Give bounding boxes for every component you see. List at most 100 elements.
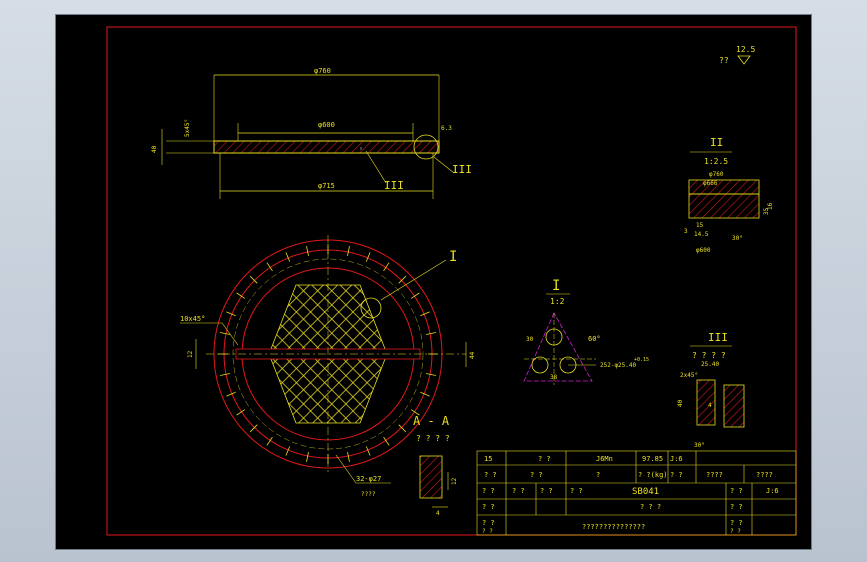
bolt-hole-mark (383, 262, 390, 272)
bolt-hole-mark (236, 292, 246, 299)
dim-inner: φ600 (318, 121, 335, 129)
cad-drawing: 12.5 ?? φ760 φ600 40 5x45° (106, 26, 797, 536)
tb-r4c3: ? ? (730, 503, 743, 511)
dim-chamfer: 5x45° (184, 119, 191, 137)
detail-II-dim-a: φ760 (709, 171, 724, 178)
bolt-hole-mark (426, 332, 436, 335)
detail-III-note: ? ? ? ? (692, 351, 726, 360)
detail-III-tag2: III (384, 179, 404, 192)
plan-dim-left: 12 (187, 350, 194, 358)
bolt-hole-mark (266, 262, 273, 272)
detail-III: III ? ? ? ? 2x45° 25.40 40 4 30° (677, 331, 745, 449)
bolt-hole-mark (226, 311, 236, 317)
bolt-hole-mark (266, 436, 273, 446)
tb-r4c1: ? ? (482, 503, 495, 511)
detail-III-tag: III (452, 163, 472, 176)
title-block-text: 15 ? ? J6Mn 97.85 J:6 ? ? ? ? ? ? ?(kg) … (482, 455, 779, 535)
tb-r2c7: ???? (756, 471, 773, 479)
title-block (476, 450, 797, 536)
drawing-sheet: 12.5 ?? φ760 φ600 40 5x45° (55, 14, 812, 550)
detail-II-dim-i: 3 (684, 228, 688, 235)
bolt-hole-mark (306, 452, 309, 462)
bolt-hole-mark (398, 275, 407, 284)
bolt-hole-mark (410, 292, 420, 299)
detail-I-scale: 1:2 (550, 297, 565, 306)
roughness-symbol: 12.5 ?? (719, 45, 755, 65)
dim-height: 40 (151, 145, 158, 153)
detail-I-tag: I (449, 249, 457, 265)
tb-material: J6Mn (596, 455, 613, 463)
bolt-hole-mark (220, 332, 230, 335)
bolt-hole-mark (410, 409, 420, 416)
bolt-hole-mark (347, 246, 350, 256)
detail-III-angle: 30° (694, 442, 705, 449)
detail-I-angle: 60° (588, 335, 601, 343)
detail-I-holes: 252-φ25.40 (600, 362, 637, 369)
tb-r2c1: ? ? (484, 471, 497, 479)
bolt-hole-mark (365, 446, 371, 456)
roughness-value: 12.5 (736, 45, 755, 54)
detail-III-chamfer: 2x45° (680, 372, 698, 379)
bolt-hole-mark (420, 391, 430, 397)
section-AA-label: A - A (413, 414, 450, 428)
tb-r6c3: ? ? (730, 528, 741, 535)
detail-II-dim-g: 16 (767, 202, 774, 210)
detail-II-dim-h: 30° (732, 235, 743, 242)
bolt-hole-mark (365, 252, 371, 262)
plan-dim-right: 44 (469, 351, 476, 359)
tb-scale: J:6 (670, 455, 683, 463)
detail-II-dim-e: φ600 (696, 247, 711, 254)
elevation-view: φ760 φ600 40 5x45° φ715 6.3 III (151, 67, 472, 199)
section-AA-note: ? ? ? ? (416, 434, 450, 443)
bolt-hole-mark (220, 373, 230, 376)
bolt-hole-mark (236, 409, 246, 416)
tb-r3c4: ? ? (570, 487, 583, 495)
tb-r2c6: ???? (706, 471, 723, 479)
bolt-hole-mark (226, 391, 236, 397)
tb-r2c5: ? ? (670, 471, 683, 479)
section-AA-dim-h: 4 (436, 510, 440, 517)
section-AA-dim-w: 12 (451, 477, 458, 485)
detail-II-dim-b: φ666 (703, 180, 718, 187)
tb-r3c2: ? ? (512, 487, 525, 495)
detail-II-dim-d: 14.5 (694, 231, 709, 238)
detail-II-label: II (710, 136, 723, 149)
section-AA: A - A ? ? ? ? 12 4 (413, 414, 458, 517)
detail-II: II 1:2.5 φ760 φ666 15 14.5 φ600 35 16 30… (684, 136, 774, 254)
tb-company: ??????????????? (582, 523, 645, 531)
detail-II-dim-f: 35 (763, 207, 770, 215)
tb-weight: 97.85 (642, 455, 663, 463)
tb-r5c2: ? ? (730, 519, 743, 527)
bolt-hole-mark (347, 452, 350, 462)
dim-mid: φ715 (318, 182, 335, 190)
tb-r2c2: ? ? (530, 471, 543, 479)
top-roughness: 6.3 (441, 125, 452, 132)
bolt-hole-mark (249, 424, 258, 433)
tb-r5c1: ? ? (482, 519, 495, 527)
tb-drawing-no: SB041 (632, 487, 659, 497)
bolt-hole-mark (383, 436, 390, 446)
tb-r3c7: J:6 (766, 487, 779, 495)
bolt-hole-mark (420, 311, 430, 317)
tb-r2c3: ? (596, 471, 600, 479)
bolt-hole-mark (398, 424, 407, 433)
bolt-hole-mark (426, 373, 436, 376)
bolt-hole-mark (249, 275, 258, 284)
hole-note: ???? (361, 491, 376, 498)
tb-r3c3: ? ? (540, 487, 553, 495)
bolt-hole-mark (285, 446, 291, 456)
dim-outer: φ760 (314, 67, 331, 75)
detail-I-label: I (552, 278, 560, 294)
tb-r3c6: ? ? (730, 487, 743, 495)
detail-III-dim-a: 25.40 (701, 361, 719, 368)
tb-part-name: ? ? ? (640, 503, 661, 511)
tb-r3c1: ? ? (482, 487, 495, 495)
drawing-border (106, 26, 797, 536)
tb-r6c1: ? ? (482, 528, 493, 535)
detail-I: I 1:2 30 38 60° 252-φ25.40 +0.15 (523, 278, 649, 385)
detail-II-dim-c: 15 (696, 222, 704, 229)
tb-r2c4: ? ?(kg) (638, 471, 668, 479)
tb-r1c2: ? ? (538, 455, 551, 463)
detail-II-scale: 1:2.5 (704, 157, 728, 166)
